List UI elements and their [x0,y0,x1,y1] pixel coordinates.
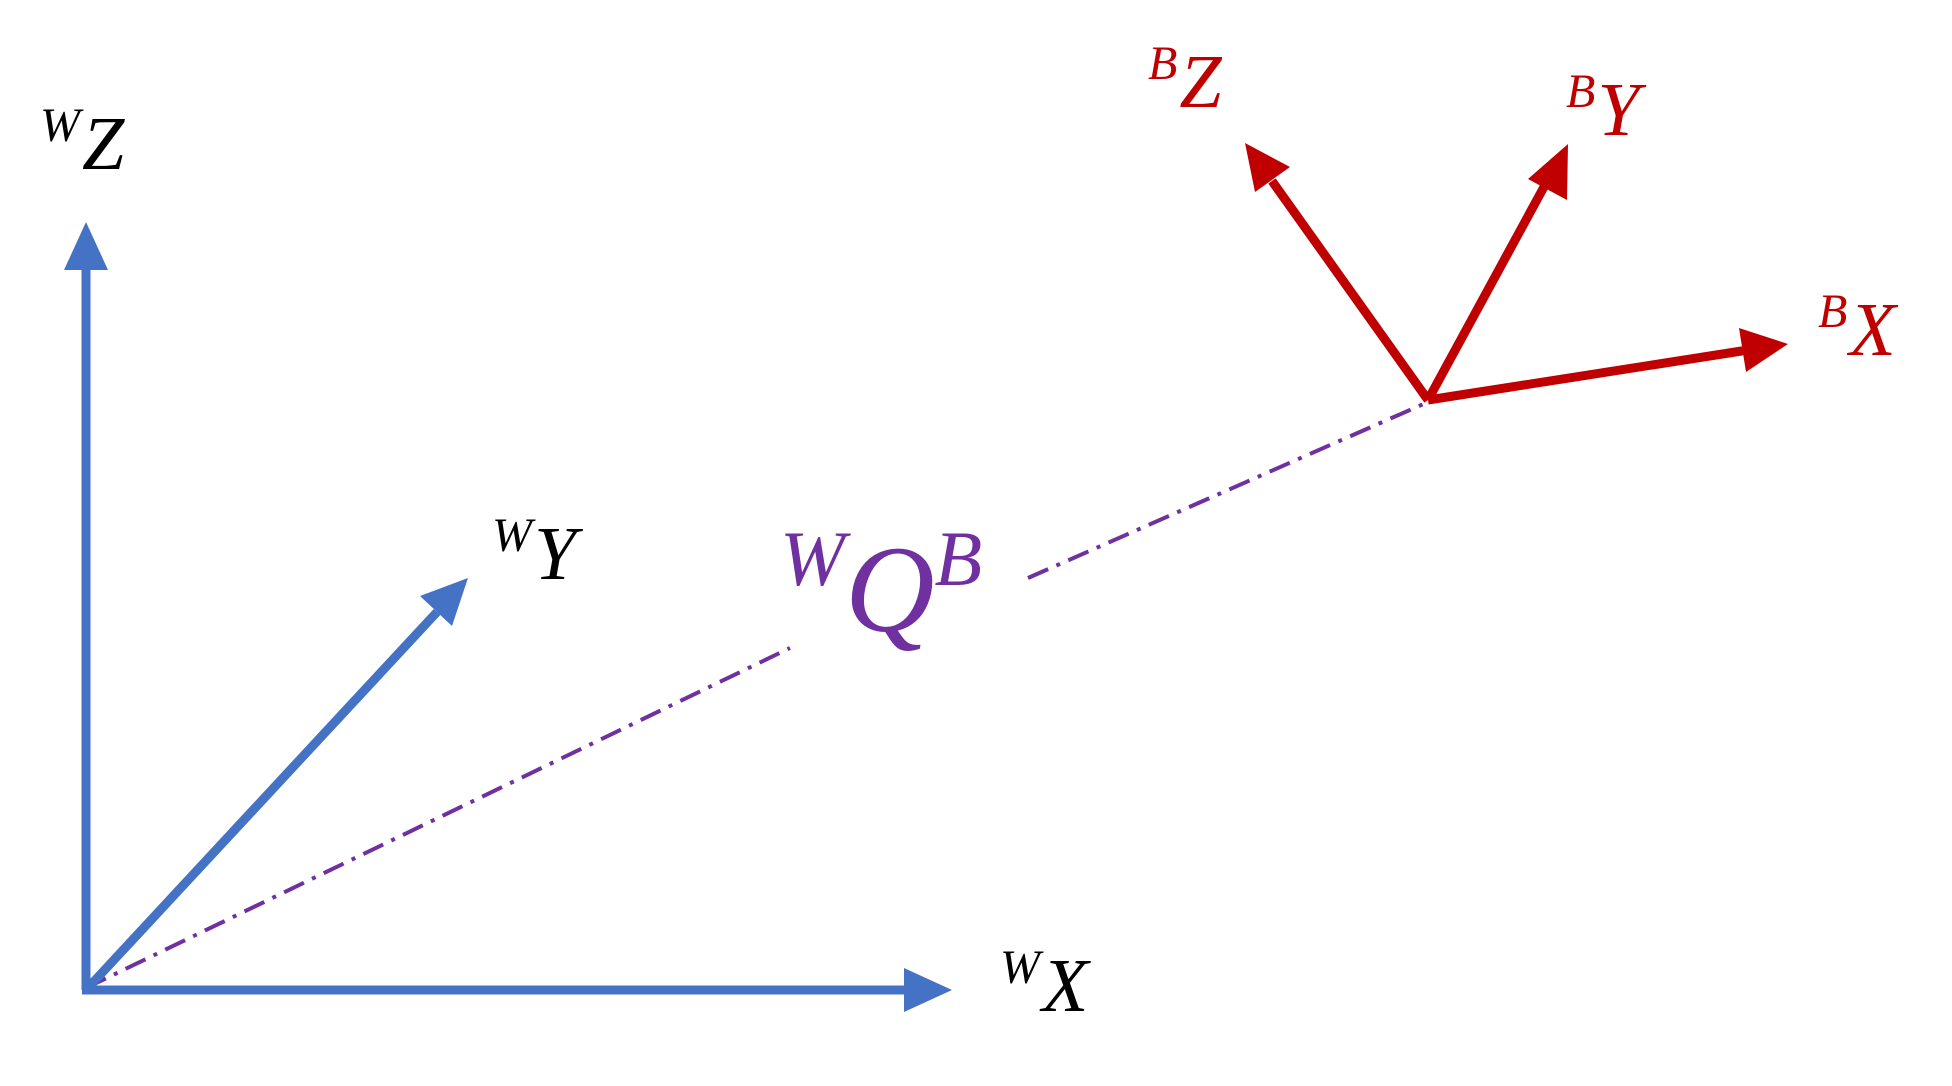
body-x-label: BX [1818,288,1896,369]
transform-connector-upper [1027,400,1429,580]
world-z-arrowhead [64,222,108,270]
world-frame [64,222,952,1012]
body-z-axis-line [1268,178,1432,403]
world-y-axis-line [82,608,441,994]
body-x-label-main: X [1849,288,1896,372]
world-y-arrowhead [420,578,468,626]
world-x-label-sup: W [1000,941,1040,994]
transform-connector [85,400,1429,990]
transform-label: WQB [780,520,982,652]
transform-label-main: Q [844,521,935,658]
world-y-label: WY [492,512,576,593]
world-z-label-main: Z [81,102,125,186]
body-x-label-sup: B [1818,285,1848,338]
world-x-label-main: X [1041,944,1089,1028]
world-x-label: WX [1000,944,1088,1025]
world-z-label-sup: W [40,99,80,152]
world-y-label-main: Y [533,512,577,596]
body-y-label-main: Y [1597,68,1640,152]
body-y-arrowhead [1528,144,1568,200]
body-z-label-main: Z [1179,40,1222,124]
body-x-axis-line [1427,345,1749,405]
body-x-arrowhead [1739,328,1788,372]
world-y-label-sup: W [492,509,532,562]
body-z-arrowhead [1245,143,1290,192]
transform-label-pre-sup: W [780,515,845,602]
body-z-label-sup: B [1148,37,1178,90]
body-frame [1245,143,1788,405]
body-y-axis-line [1424,182,1549,403]
body-y-label-sup: B [1566,65,1596,118]
transform-label-post-sup: B [934,515,983,602]
body-y-label: BY [1566,68,1640,149]
transform-connector-lower [85,646,791,990]
world-x-arrowhead [904,968,952,1012]
world-z-label: WZ [40,102,124,183]
body-z-label: BZ [1148,40,1222,121]
